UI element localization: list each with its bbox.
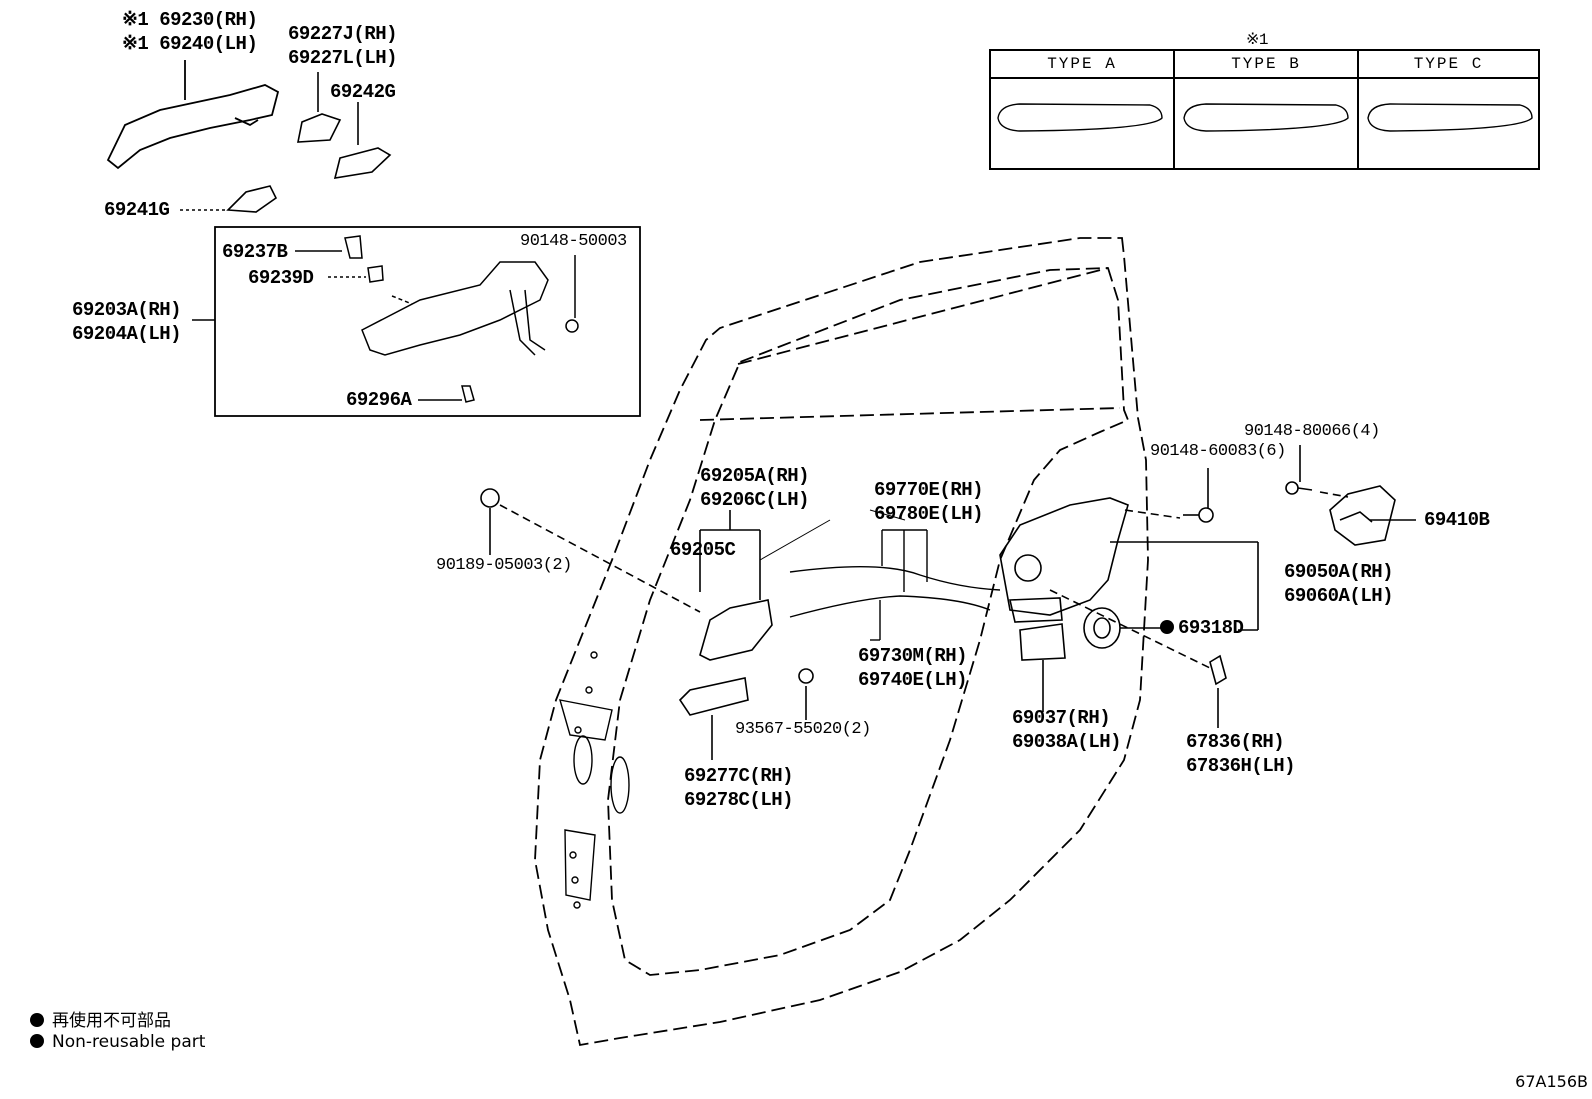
label-69241G: 69241G [104,199,170,221]
handle-cover-drawing [297,113,342,143]
bullet-icon [30,1034,44,1048]
label-69227L: 69227L(LH) [288,47,398,69]
legend-jp: 再使用不可部品 [30,1006,171,1031]
type-c-cell: TYPE C [1359,51,1538,168]
handle-pad-drawing [333,147,392,179]
label-69060A: 69060A(LH) [1284,585,1394,607]
label-69410B: 69410B [1424,509,1490,531]
label-90148-80066: 90148-80066(4) [1244,422,1380,441]
clip-drawing [480,488,500,508]
label-69204A: 69204A(LH) [72,323,182,345]
label-69296A: 69296A [346,389,412,411]
bullet-icon [30,1013,44,1027]
type-a-cell: TYPE A [991,51,1175,168]
legend-en: Non-reusable part [30,1032,205,1052]
grommet-drawing [1083,607,1121,649]
door-outline [534,237,1149,1047]
type-table: TYPE A TYPE B TYPE C [989,49,1540,170]
label-69242G: 69242G [330,81,396,103]
label-69237B: 69237B [222,241,288,263]
type-table-note: ※1 [1246,31,1269,49]
legend-jp-text: 再使用不可部品 [52,1011,171,1031]
label-69278C: 69278C(LH) [684,789,794,811]
type-b-header: TYPE B [1175,51,1357,79]
label-67836-rh: 67836(RH) [1186,731,1285,753]
label-69050A: 69050A(RH) [1284,561,1394,583]
door-pillar-features [559,651,630,909]
outer-handle-drawing [106,60,280,170]
label-93567-55020: 93567-55020(2) [735,720,871,739]
type-a-header: TYPE A [991,51,1173,79]
label-69227J: 69227J(RH) [288,23,398,45]
label-69205C: 69205C [670,539,736,561]
label-69037: 69037(RH) [1012,707,1111,729]
label-69277C: 69277C(RH) [684,765,794,787]
type-b-cell: TYPE B [1175,51,1359,168]
label-69770E: 69770E(RH) [874,479,984,501]
type-handle-drawings [997,103,1533,132]
label-69240: ※1 69240(LH) [122,33,258,55]
label-69206C: 69206C(LH) [700,489,810,511]
label-90148-50003: 90148-50003 [520,232,627,251]
cable-drawings [759,509,1001,641]
label-67836H-lh: 67836H(LH) [1186,755,1296,777]
inset-frame-parts-drawing [295,235,579,403]
reference-code: 67A156B [1515,1072,1588,1091]
label-69740E: 69740E(LH) [858,669,968,691]
label-69730M: 69730M(RH) [858,645,968,667]
seal-drawing [1209,654,1227,686]
label-69205A: 69205A(RH) [700,465,810,487]
inset-frame [214,226,641,417]
label-69230: ※1 69230(RH) [122,9,258,31]
type-c-header: TYPE C [1359,51,1538,79]
label-69203A: 69203A(RH) [72,299,182,321]
legend-en-text: Non-reusable part [52,1032,206,1052]
label-90189-05003: 90189-05003(2) [436,556,572,575]
inside-handle-drawing [678,510,814,760]
label-69318D: 69318D [1178,617,1244,639]
label-69038A: 69038A(LH) [1012,731,1122,753]
door-lock-drawing [999,497,1259,712]
label-69239D: 69239D [248,267,314,289]
non-reusable-marker-icon [1160,620,1174,634]
striker-drawing [1124,445,1416,546]
label-90148-60083: 90148-60083(6) [1150,442,1286,461]
gasket-drawing [226,185,278,213]
label-69780E: 69780E(LH) [874,503,984,525]
